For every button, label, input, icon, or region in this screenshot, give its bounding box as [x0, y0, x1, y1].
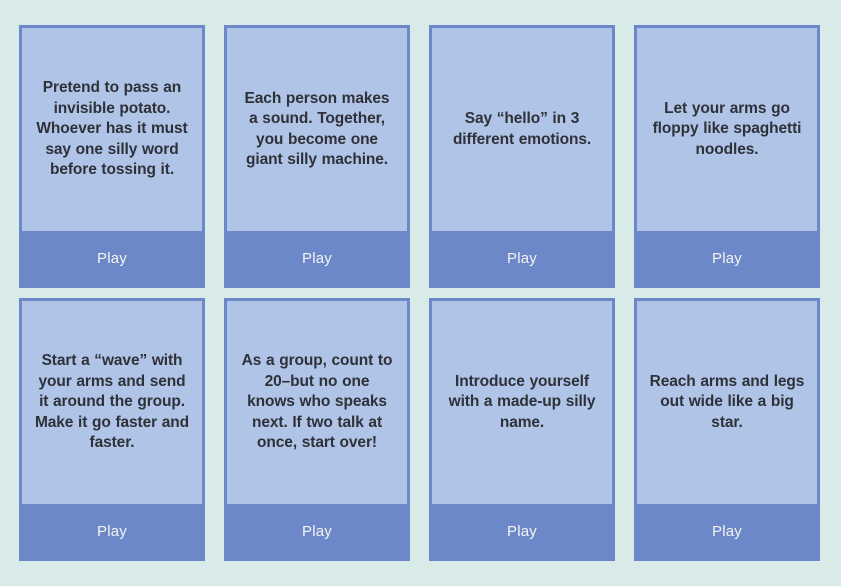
play-button[interactable]: Play: [637, 231, 817, 285]
activity-card: Reach arms and legs out wide like a big …: [634, 298, 820, 561]
card-prompt-text: Start a “wave” with your arms and send i…: [34, 352, 190, 452]
activity-card: Each person makes a sound. Together, you…: [224, 25, 410, 288]
activity-card: As a group, count to 20–but no one knows…: [224, 298, 410, 561]
card-prompt-text: Pretend to pass an invisible potato. Who…: [36, 79, 188, 179]
card-prompt-text: As a group, count to 20–but no one knows…: [241, 352, 393, 452]
activity-card: Pretend to pass an invisible potato. Who…: [19, 25, 205, 288]
card-body: Say “hello” in 3 different emotions.: [432, 28, 612, 231]
card-prompt-text: Let your arms go floppy like spaghetti n…: [652, 99, 802, 158]
card-body: As a group, count to 20–but no one knows…: [227, 301, 407, 504]
play-button[interactable]: Play: [227, 504, 407, 558]
card-body: Start a “wave” with your arms and send i…: [22, 301, 202, 504]
play-button[interactable]: Play: [432, 504, 612, 558]
play-button[interactable]: Play: [227, 231, 407, 285]
play-button[interactable]: Play: [22, 231, 202, 285]
activity-card: Introduce yourself with a made-up silly …: [429, 298, 615, 561]
play-button[interactable]: Play: [22, 504, 202, 558]
activity-card: Say “hello” in 3 different emotions. Pla…: [429, 25, 615, 288]
activity-card: Let your arms go floppy like spaghetti n…: [634, 25, 820, 288]
card-prompt-text: Introduce yourself with a made-up silly …: [448, 372, 596, 431]
card-body: Pretend to pass an invisible potato. Who…: [22, 28, 202, 231]
card-body: Let your arms go floppy like spaghetti n…: [637, 28, 817, 231]
card-prompt-text: Each person makes a sound. Together, you…: [244, 89, 390, 168]
activity-card: Start a “wave” with your arms and send i…: [19, 298, 205, 561]
play-button[interactable]: Play: [432, 231, 612, 285]
play-button[interactable]: Play: [637, 504, 817, 558]
card-body: Introduce yourself with a made-up silly …: [432, 301, 612, 504]
card-prompt-text: Say “hello” in 3 different emotions.: [452, 110, 592, 148]
card-prompt-text: Reach arms and legs out wide like a big …: [649, 372, 805, 431]
card-body: Each person makes a sound. Together, you…: [227, 28, 407, 231]
activity-card-grid: Pretend to pass an invisible potato. Who…: [19, 25, 820, 561]
card-body: Reach arms and legs out wide like a big …: [637, 301, 817, 504]
